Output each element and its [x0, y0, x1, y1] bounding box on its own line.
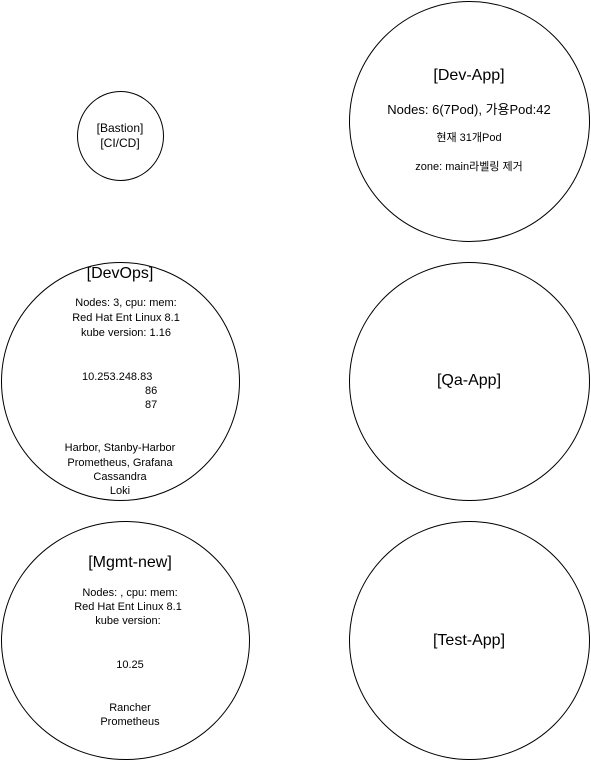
test-app-title: [Test-App]	[432, 632, 506, 649]
qa-app-title: [Qa-App]	[436, 372, 502, 389]
devops-service-loki: Loki	[109, 485, 131, 497]
dev-app-zone-note: zone: main라벨링 제거	[415, 161, 523, 173]
mgmt-new-nodes-info: Nodes: , cpu: mem:	[82, 587, 178, 599]
devops-service-harbor: Harbor, Stanby-Harbor	[64, 442, 176, 454]
devops-ip-2: 86	[145, 385, 158, 397]
devops-service-cassandra: Cassandra	[93, 471, 147, 483]
mgmt-new-ip: 10.25	[116, 659, 144, 671]
mgmt-new-os: Red Hat Ent Linux 8.1	[74, 601, 182, 613]
devops-node[interactable]	[1, 262, 240, 501]
mgmt-new-node[interactable]	[1, 521, 250, 760]
dev-app-nodes-info: Nodes: 6(7Pod), 가용Pod:42	[387, 102, 551, 117]
mgmt-new-service-prometheus: Prometheus	[100, 716, 160, 728]
dev-app-node[interactable]	[349, 1, 590, 242]
devops-nodes-info: Nodes: 3, cpu: mem:	[75, 297, 177, 309]
mgmt-new-service-rancher: Rancher	[109, 702, 151, 714]
mgmt-new-title: [Mgmt-new]	[88, 554, 172, 571]
test-app-node[interactable]	[349, 521, 590, 760]
devops-title: [DevOps]	[86, 265, 154, 282]
mgmt-new-kube-version: kube version:	[95, 615, 161, 627]
bastion-label-line1: [Bastion]	[96, 121, 144, 135]
dev-app-title: [Dev-App]	[433, 67, 505, 84]
devops-kube-version: kube version: 1.16	[81, 327, 171, 339]
devops-os: Red Hat Ent Linux 8.1	[72, 312, 180, 324]
bastion-node[interactable]	[77, 91, 164, 181]
devops-ip-1: 10.253.248.83	[82, 371, 153, 383]
qa-app-node[interactable]	[349, 262, 590, 501]
dev-app-current-pods: 현재 31개Pod	[436, 132, 502, 144]
devops-service-monitoring: Prometheus, Grafana	[67, 457, 173, 469]
bastion-label-line2: [CI/CD]	[100, 136, 140, 150]
devops-ip-3: 87	[145, 399, 158, 411]
